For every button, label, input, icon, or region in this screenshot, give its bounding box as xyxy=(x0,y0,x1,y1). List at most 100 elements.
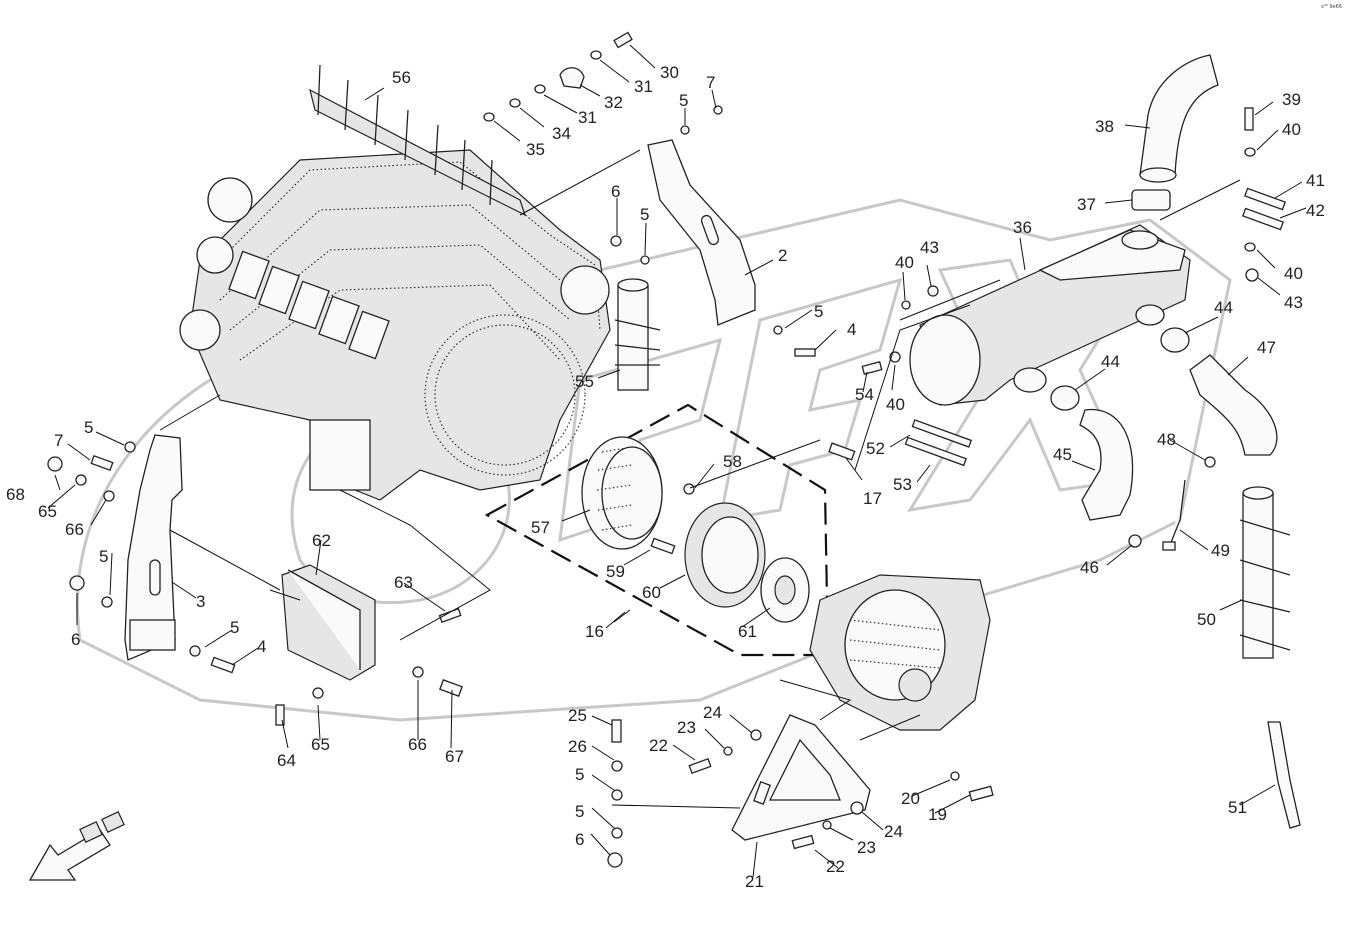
callout-label: 5 xyxy=(814,302,823,321)
part-36-muffler xyxy=(909,224,1191,406)
hardware-30-35 xyxy=(483,31,633,122)
callout-label: 5 xyxy=(575,765,584,784)
part-58-washer xyxy=(683,483,695,495)
engine-cylinders xyxy=(228,250,390,360)
callout-label: 6 xyxy=(575,830,584,849)
callout-label: 63 xyxy=(394,573,413,592)
callout-label: 24 xyxy=(703,703,722,722)
callout-label: 46 xyxy=(1080,558,1099,577)
callout-label: 3 xyxy=(196,592,205,611)
callout-label: 4 xyxy=(847,320,856,339)
callout-label: 64 xyxy=(277,751,296,770)
callout-labels: 30 31 32 31 34 35 56 7 5 2 6 5 5 4 55 39… xyxy=(6,63,1325,891)
callout-label: 47 xyxy=(1257,338,1276,357)
callout-label: 5 xyxy=(230,618,239,637)
part-61-hub xyxy=(760,557,810,623)
part-45-elbow-pipe xyxy=(1079,408,1134,521)
callout-label: 43 xyxy=(1284,293,1303,312)
callout-label: 5 xyxy=(84,418,93,437)
callout-label: 24 xyxy=(884,822,903,841)
part-48-49-sensor xyxy=(1162,456,1216,551)
callout-label: 37 xyxy=(1077,195,1096,214)
part-38-tube xyxy=(1139,54,1219,183)
corner-code: s⁰⁰ 9e66 xyxy=(1321,4,1342,10)
callout-label: 16 xyxy=(585,622,604,641)
callout-label: 5 xyxy=(679,91,688,110)
part-60-gear xyxy=(684,502,766,608)
callout-label: 20 xyxy=(901,789,920,808)
callout-label: 35 xyxy=(526,140,545,159)
callout-label: 31 xyxy=(578,108,597,127)
callout-label: 58 xyxy=(723,452,742,471)
callout-label: 56 xyxy=(392,68,411,87)
direction-arrow-icon xyxy=(28,811,125,881)
callout-label: 21 xyxy=(745,872,764,891)
callout-label: 68 xyxy=(6,485,25,504)
callout-label: 44 xyxy=(1214,298,1233,317)
callout-label: 67 xyxy=(445,747,464,766)
part-3-bracket xyxy=(124,434,183,661)
callout-label: 59 xyxy=(606,562,625,581)
callout-label: 41 xyxy=(1306,171,1325,190)
callout-label: 52 xyxy=(866,439,885,458)
callout-label: 54 xyxy=(855,385,874,404)
callout-label: 48 xyxy=(1157,430,1176,449)
callout-label: 61 xyxy=(738,622,757,641)
callout-label: 40 xyxy=(1282,120,1301,139)
part-46-nut xyxy=(1128,534,1142,548)
callout-label: 57 xyxy=(531,518,550,537)
part-52-53-brackets xyxy=(904,419,973,467)
callout-label: 7 xyxy=(706,73,715,92)
callout-label: 49 xyxy=(1211,541,1230,560)
callout-label: 50 xyxy=(1197,610,1216,629)
callout-label: 26 xyxy=(568,737,587,756)
leader-lines xyxy=(47,44,1307,878)
callout-label: 4 xyxy=(257,637,266,656)
callout-label: 23 xyxy=(677,718,696,737)
callout-label: 17 xyxy=(863,489,882,508)
callout-label: 31 xyxy=(634,77,653,96)
part-62-control-unit xyxy=(281,564,376,681)
callout-label: 66 xyxy=(408,735,427,754)
callout-label: 55 xyxy=(575,372,594,391)
callout-label: 19 xyxy=(928,805,947,824)
callout-label: 22 xyxy=(649,736,668,755)
callout-label: 30 xyxy=(660,63,679,82)
part-17-bolt xyxy=(828,442,856,461)
gearbox-assembly xyxy=(809,574,991,731)
part-50-pipe xyxy=(1239,486,1291,659)
callout-label: 40 xyxy=(1284,264,1303,283)
callout-label: 6 xyxy=(611,182,620,201)
part-59-bolt xyxy=(650,537,676,555)
callout-label: 40 xyxy=(895,253,914,272)
part-37-clamp xyxy=(1131,189,1171,211)
engine-assembly xyxy=(179,149,611,501)
callout-label: 65 xyxy=(311,735,330,754)
callout-label: 5 xyxy=(99,547,108,566)
part-21-bracket xyxy=(731,714,871,841)
callout-label: 65 xyxy=(38,502,57,521)
callout-label: 5 xyxy=(640,205,649,224)
callout-label: 32 xyxy=(604,93,623,112)
callout-label: 53 xyxy=(893,475,912,494)
callout-label: 51 xyxy=(1228,798,1247,817)
hardware-39-43 xyxy=(861,107,1286,375)
part-16-group-box xyxy=(484,403,830,657)
callout-label: 38 xyxy=(1095,117,1114,136)
callout-label: 60 xyxy=(642,583,661,602)
part-56-heat-shield xyxy=(309,64,527,217)
callout-label: 5 xyxy=(575,802,584,821)
callout-label: 25 xyxy=(568,706,587,725)
callout-label: 39 xyxy=(1282,90,1301,109)
callout-label: 40 xyxy=(886,395,905,414)
callout-label: 2 xyxy=(778,246,787,265)
part-51-hose xyxy=(1267,721,1301,829)
callout-label: 45 xyxy=(1053,445,1072,464)
callout-label: 34 xyxy=(552,124,571,143)
part-44-clamps xyxy=(1050,327,1190,411)
callout-label: 36 xyxy=(1013,218,1032,237)
callout-label: 62 xyxy=(312,531,331,550)
part-63-sensor xyxy=(438,607,462,624)
callout-label: 6 xyxy=(71,630,80,649)
